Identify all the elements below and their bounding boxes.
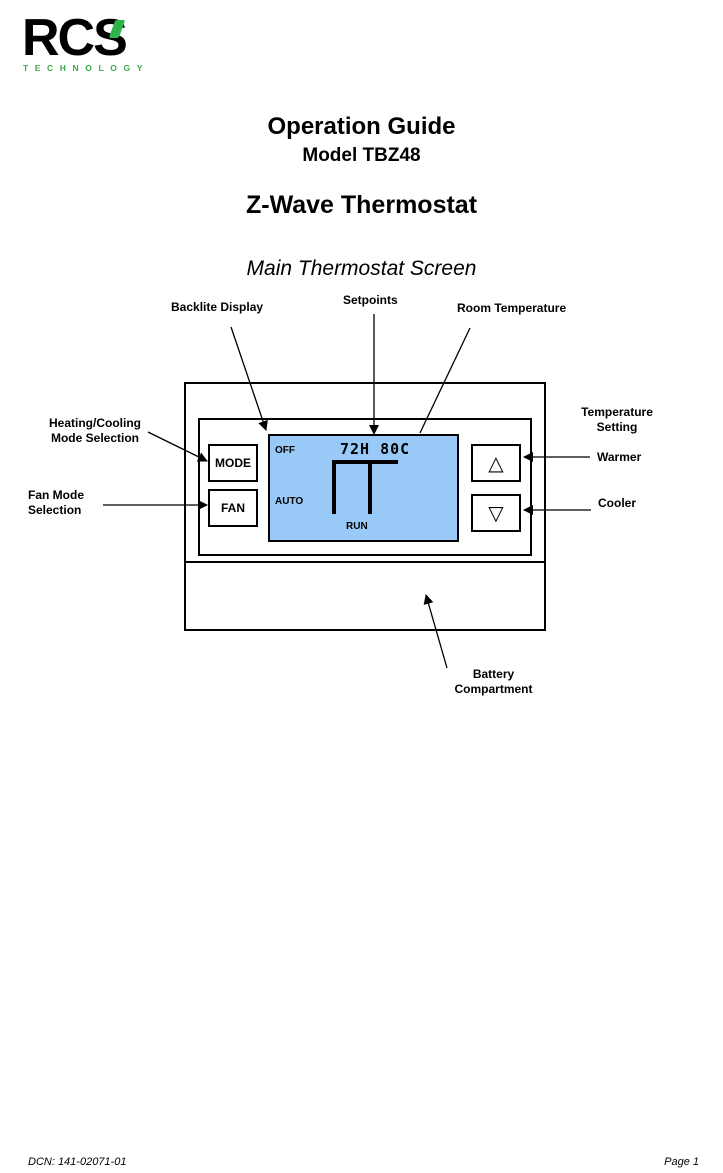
logo-subtitle: TECHNOLOGY (23, 63, 149, 73)
arrow-heating-cooling-mode (147, 431, 208, 462)
callout-room-temperature: Room Temperature (457, 301, 567, 315)
callout-battery-compartment: Battery Compartment (454, 667, 533, 696)
warmer-button[interactable]: △ (471, 444, 521, 482)
callout-cooler: Cooler (598, 496, 637, 510)
thermostat-panel (198, 418, 532, 556)
down-triangle-icon: ▽ (488, 502, 504, 525)
cooler-button[interactable]: ▽ (471, 494, 521, 532)
product-heading: Z-Wave Thermostat (245, 191, 478, 219)
battery-compartment-divider (184, 561, 544, 563)
lcd-run-indicator: RUN (346, 521, 368, 532)
thermostat-body (184, 382, 546, 631)
callout-warmer: Warmer (597, 450, 642, 464)
footer-page-number: Page 1 (664, 1156, 699, 1168)
callout-heating-cooling-mode: Heating/Cooling Mode Selection (49, 416, 141, 445)
lcd-room-temp-segments (332, 460, 398, 514)
lcd-auto-indicator: AUTO (275, 496, 304, 507)
up-triangle-icon: △ (488, 452, 504, 475)
arrow-battery-compartment (423, 594, 448, 669)
footer-dcn: DCN: 141-02071-01 (28, 1156, 127, 1168)
mode-button[interactable]: MODE (208, 444, 258, 482)
section-heading: Main Thermostat Screen (246, 257, 477, 280)
lcd-off-indicator: OFF (275, 445, 295, 456)
arrow-backlite-display (230, 326, 268, 431)
logo-wordmark: RCS (22, 9, 128, 67)
fan-button[interactable]: FAN (208, 489, 258, 527)
line-room-temperature (419, 327, 471, 434)
model-subtitle: Model TBZ48 (302, 145, 421, 166)
callout-backlite-display: Backlite Display (171, 300, 264, 314)
lcd-setpoint-readout: 72H 80C (340, 440, 411, 458)
callout-setpoints: Setpoints (343, 293, 398, 307)
document-title: Operation Guide (267, 113, 456, 140)
callout-fan-mode: Fan Mode Selection (28, 488, 84, 517)
lcd-display (268, 434, 459, 542)
callout-temperature-setting: Temperature Setting (581, 405, 653, 434)
